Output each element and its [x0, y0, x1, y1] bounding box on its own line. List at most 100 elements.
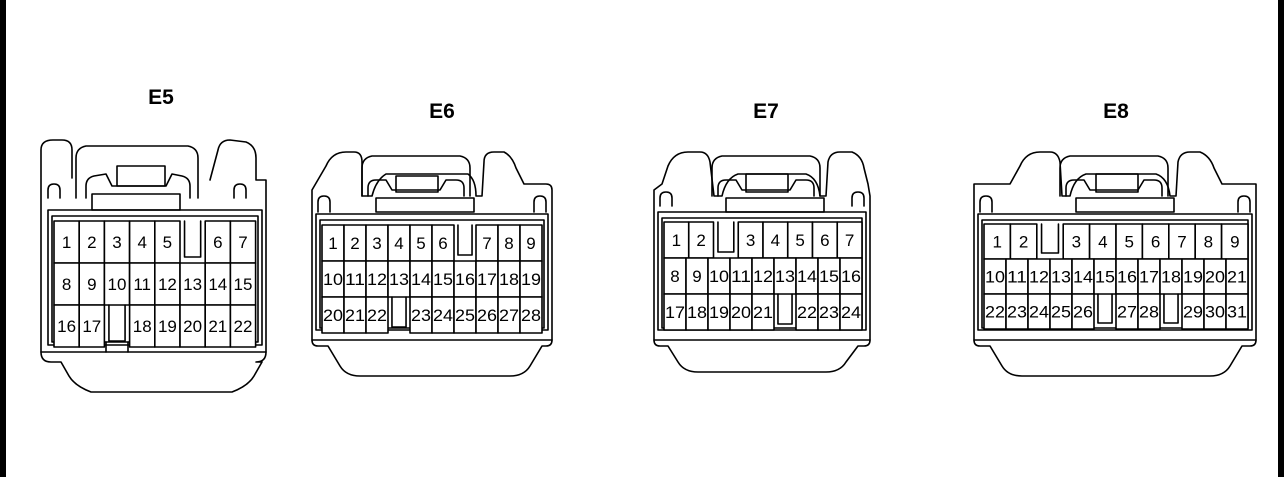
connector-e8-pin-cell [1225, 293, 1249, 330]
connector-e8-key-slot [1097, 293, 1113, 324]
connector-e5-pin-12: 12 [158, 275, 177, 294]
connector-e7-pin-17: 17 [665, 303, 685, 322]
connector-e5-latch [75, 145, 199, 199]
connector-e6-pin-27: 27 [499, 306, 519, 325]
connector-e6-pin-3: 3 [372, 234, 381, 253]
connector-e8-pin-26: 26 [1073, 303, 1093, 322]
connector-e6-pin-4: 4 [394, 234, 403, 253]
connector-e8-pin-4: 4 [1098, 233, 1107, 252]
connector-e8-pin-cell [1088, 223, 1117, 260]
connector-e7-pin-cell [839, 293, 863, 331]
connector-e6-pin-19: 19 [521, 270, 541, 289]
connector-e5-housing [40, 139, 267, 393]
connector-e8-pin-29: 29 [1183, 303, 1203, 322]
connector-e8-pin-13: 13 [1051, 268, 1071, 287]
connector-e6-pin-14: 14 [411, 270, 431, 289]
connector-e5-key-slot [183, 220, 202, 258]
connector-e6-pin-20: 20 [323, 306, 343, 325]
connector-e6-pin-24: 24 [433, 306, 453, 325]
connector-e5-pin-cell [53, 304, 81, 348]
connector-e6-pin-cell [365, 296, 389, 334]
connector-e7-pin-22: 22 [797, 303, 817, 322]
connector-e8-key-slot [1040, 223, 1060, 254]
connector-e8-pin-16: 16 [1117, 268, 1137, 287]
connector-e7-pin-16: 16 [841, 267, 861, 286]
connector-e5-pin-20: 20 [183, 317, 202, 336]
connector-e7-pin-20: 20 [731, 303, 751, 322]
connector-e8-pin-10: 10 [985, 268, 1005, 287]
connector-e6-pin-12: 12 [367, 270, 387, 289]
connector-e7-pin-12: 12 [753, 267, 773, 286]
connector-e6-pin-22: 22 [367, 306, 387, 325]
connector-e5-pin-11: 11 [133, 275, 151, 294]
connector-e6-housing [311, 151, 553, 377]
connector-e5-pin-10: 10 [108, 275, 127, 294]
connector-e5-pin-9: 9 [87, 275, 96, 294]
connector-e5-pin-13: 13 [183, 275, 202, 294]
connector-e6-pin-26: 26 [477, 306, 497, 325]
connector-e8-housing [973, 151, 1257, 377]
connector-e8-pin-19: 19 [1183, 268, 1203, 287]
connector-e8-pin-7: 7 [1177, 233, 1186, 252]
connector-e6-pin-cell [519, 296, 543, 334]
connector-e7-key-slot [777, 293, 793, 325]
connector-e7-pin-15: 15 [819, 267, 839, 286]
connector-e5-pin-cell [229, 304, 257, 348]
connector-e6-pin-16: 16 [455, 270, 475, 289]
connector-e5-pin-18: 18 [133, 317, 152, 336]
connector-e8-pin-cell [1137, 293, 1161, 330]
connector-e7-pin-21: 21 [753, 303, 773, 322]
connector-e8-pin-17: 17 [1139, 268, 1159, 287]
connector-e5-pin-cell [103, 262, 131, 306]
connector-e8-pin-cell [1115, 223, 1144, 260]
connector-e8-pin-25: 25 [1051, 303, 1071, 322]
connector-e5-pin-14: 14 [208, 275, 227, 294]
connector-e8-pin-6: 6 [1151, 233, 1160, 252]
connector-e7-pin-14: 14 [797, 267, 817, 286]
connector-e7-pin-18: 18 [687, 303, 707, 322]
connector-e6-pin-13: 13 [389, 270, 409, 289]
connector-e7-pin-3: 3 [746, 231, 755, 250]
connector-e5-pin-2: 2 [87, 233, 96, 252]
connector-e8-pin-20: 20 [1205, 268, 1225, 287]
connector-e8-pin-23: 23 [1007, 303, 1027, 322]
connector-e7-pin-6: 6 [820, 231, 829, 250]
connector-e8-pin-8: 8 [1204, 233, 1213, 252]
connector-e6-pin-21: 21 [345, 306, 365, 325]
connector-e5-pin-6: 6 [213, 233, 222, 252]
connector-e7-pin-11: 11 [731, 267, 751, 286]
connector-e5-pin-5: 5 [163, 233, 172, 252]
connector-e7-pin-13: 13 [775, 267, 795, 286]
connector-e8-pin-2: 2 [1019, 233, 1028, 252]
connector-e8-pin-15: 15 [1095, 268, 1115, 287]
connector-e5-pin-19: 19 [158, 317, 177, 336]
connector-e5-pin-cell [78, 220, 106, 264]
connector-e7-pin-9: 9 [692, 267, 701, 286]
connector-e5-pin-17: 17 [82, 317, 101, 336]
connector-e5-pin-3: 3 [112, 233, 121, 252]
connector-e7-pin-4: 4 [771, 231, 780, 250]
connector-e7-pin-cell [751, 293, 775, 331]
connector-e7-pin-cell [836, 221, 863, 259]
connector-e5-pin-cell [78, 304, 106, 348]
connector-e5-pin-21: 21 [208, 317, 227, 336]
connector-e8-pin-24: 24 [1029, 303, 1049, 322]
connector-e6-pin-5: 5 [416, 234, 425, 253]
connector-e8-label: E8 [1103, 100, 1129, 123]
connector-e8-pin-9: 9 [1230, 233, 1239, 252]
connector-e7-key-slot [717, 221, 735, 253]
connector-e7-label: E7 [753, 100, 779, 123]
connector-e5-pin-cell [204, 304, 232, 348]
connector-e6-pin-1: 1 [328, 234, 337, 253]
connector-e6-pin-6: 6 [438, 234, 447, 253]
connector-e6-pin-17: 17 [477, 270, 497, 289]
connector-e7-pin-5: 5 [795, 231, 804, 250]
connector-e6-pin-7: 7 [482, 234, 491, 253]
connector-e6-label: E6 [429, 100, 455, 123]
connector-e7-pin-1: 1 [672, 231, 681, 250]
